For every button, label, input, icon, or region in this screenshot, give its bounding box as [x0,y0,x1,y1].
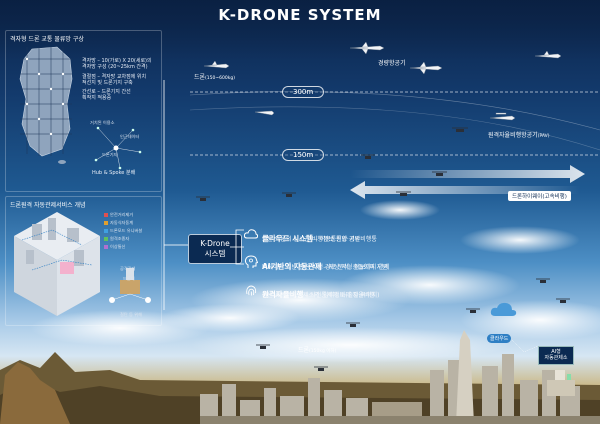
drone-icon [256,344,270,349]
drone-top-sub: (150~600kg) [205,76,235,81]
hub-label: 드론기지 [102,152,118,157]
hub-spoke-diagram [94,126,142,170]
legend-item: 자동식자동계 [104,220,142,225]
legend-swatch [104,228,108,233]
control-tower-icon [109,268,151,303]
grid-desc-line: 결절점 – 격자망 교차점에 위치 [82,73,147,80]
legend-swatch [104,220,108,225]
hub-label: 거치된 이용소 [90,120,115,125]
drone-icon [556,298,570,303]
grid-desc-line: 획작지 적용중 [82,95,112,102]
control-line: AI형 [551,349,561,355]
drone-highway-arrows [350,165,585,199]
k-drone-hub: K-Drone 시스템 [188,234,242,264]
fingerprint-icon [246,285,257,296]
drone-low-label: 드론(150kg 이하) [298,345,336,354]
cloud-badge-icon [490,302,517,316]
korea-grid-map [19,46,73,164]
unmanned-text: 원격자율비행항공기 [488,132,538,139]
legend-item: 드론모드 유니버셜 [104,228,142,233]
grid-desc-line: 격자망 구성 (20~25km 간격) [82,64,148,71]
page-title: K-DRONE SYSTEM [218,6,382,24]
control-center-building-icon [547,370,575,396]
city-skyline [200,330,600,424]
legend-item: 이상통신 [104,244,142,249]
airplane-icon [203,60,230,69]
airplane-icon [349,41,385,55]
drone-top-text: 드론 [194,74,206,81]
city-legend: 안전거리제거 자동식자동계 드론모드 유니버셜 원격조종자 이상통신 [104,212,142,249]
service-desc: 빅데이터 기반 안전 비행 경로 분석, 충돌회피 지원 [262,264,388,271]
service-tail: – 이동통신망 기반비행통 [312,236,377,243]
airplane-icon [409,61,443,75]
cloud-badge: 클라우드 [487,334,512,343]
connector-bracket [163,80,188,310]
hub-caption: Hub & Spoke 분배 [92,170,136,176]
control-label: 공격관제 [120,266,136,271]
altitude-lines [190,91,600,156]
city-bottom-label: 철탄 등 위해 [120,312,142,317]
highway-label: 드론하이웨이(고속비행) [508,191,571,201]
drone-icon [432,171,447,176]
drone-icon [314,366,328,371]
city-panel-heading: 드론원격 자동관제서비스 개념 [10,202,86,209]
control-label: 드론대 [123,276,135,281]
drone-icon [361,154,375,159]
legend-swatch [104,236,108,241]
hub-branches [230,229,244,265]
drone-icon [452,127,468,132]
legend-item: 원격조종자 [104,236,142,241]
city-panel [5,196,162,326]
hub-label: 인근데이터 [120,134,140,139]
service-desc: 기반 AI원격동관제스의 통제에 따라 자율비행 [262,292,375,299]
ai-head-icon [244,255,258,268]
altitude-300: 300m [282,86,325,98]
legend-swatch [104,212,108,217]
drone-icon [196,196,210,201]
drone-icon [466,308,480,313]
grid-panel-heading: 격자형 드론 교통 물류망 구상 [10,36,84,43]
pav-icon [254,110,275,116]
service-tail: – 사전 입력정보(출발·목적지) [303,292,380,299]
drone-icon [396,191,411,196]
manned-label: 경량항공기 [378,60,406,67]
airplane-icon [534,50,562,59]
altitude-150: 150m [282,149,325,161]
service-tail: – 지상·지형 정보까지 연계 [321,264,390,271]
legend-item: 안전거리제거 [104,212,142,217]
drone-top-label: 드론(150~600kg) [194,72,235,81]
service-title: 클라우드 시스템 [262,234,313,243]
drone-low-text: 드론 [298,347,310,354]
drone-icon [346,322,360,327]
cloud-icon [244,229,258,239]
service-title: 원격자율비행 [262,290,304,299]
grid-panel [5,30,162,192]
city-illustration [14,212,100,316]
pav-icon [489,112,516,121]
service-desc: 모든 드론의 실시간 비행정보 통합·공유 [262,236,360,243]
control-link-lines [511,339,539,353]
ai-control-center: AI형 자동관제소 [538,346,574,365]
grid-desc-line: 격자망 – 10(가로) X 20(세로)의 [82,58,152,64]
drone-icon [536,278,550,283]
hub-line: 시스템 [204,248,226,258]
unmanned-label: 원격자율비행항공기(PAV) [488,130,550,139]
grid-desc-line: 적선지 및 드론기지 구축 [82,79,133,86]
grid-desc: 격자망 – 10(가로) X 20(세로)의 격자망 구성 (20~25km 간… [82,58,157,102]
control-line: 자동관제소 [544,355,568,362]
drone-icon [282,192,296,197]
unmanned-sub: (PAV) [537,134,550,139]
grid-desc-line: 간선로 – 드론기지 간선 [82,89,131,95]
hub-line: K-Drone [200,239,230,248]
legend-swatch [104,244,108,249]
drone-low-sub: (150kg 이하) [309,349,337,354]
service-title: AI기반의 자동관제 [262,262,322,271]
